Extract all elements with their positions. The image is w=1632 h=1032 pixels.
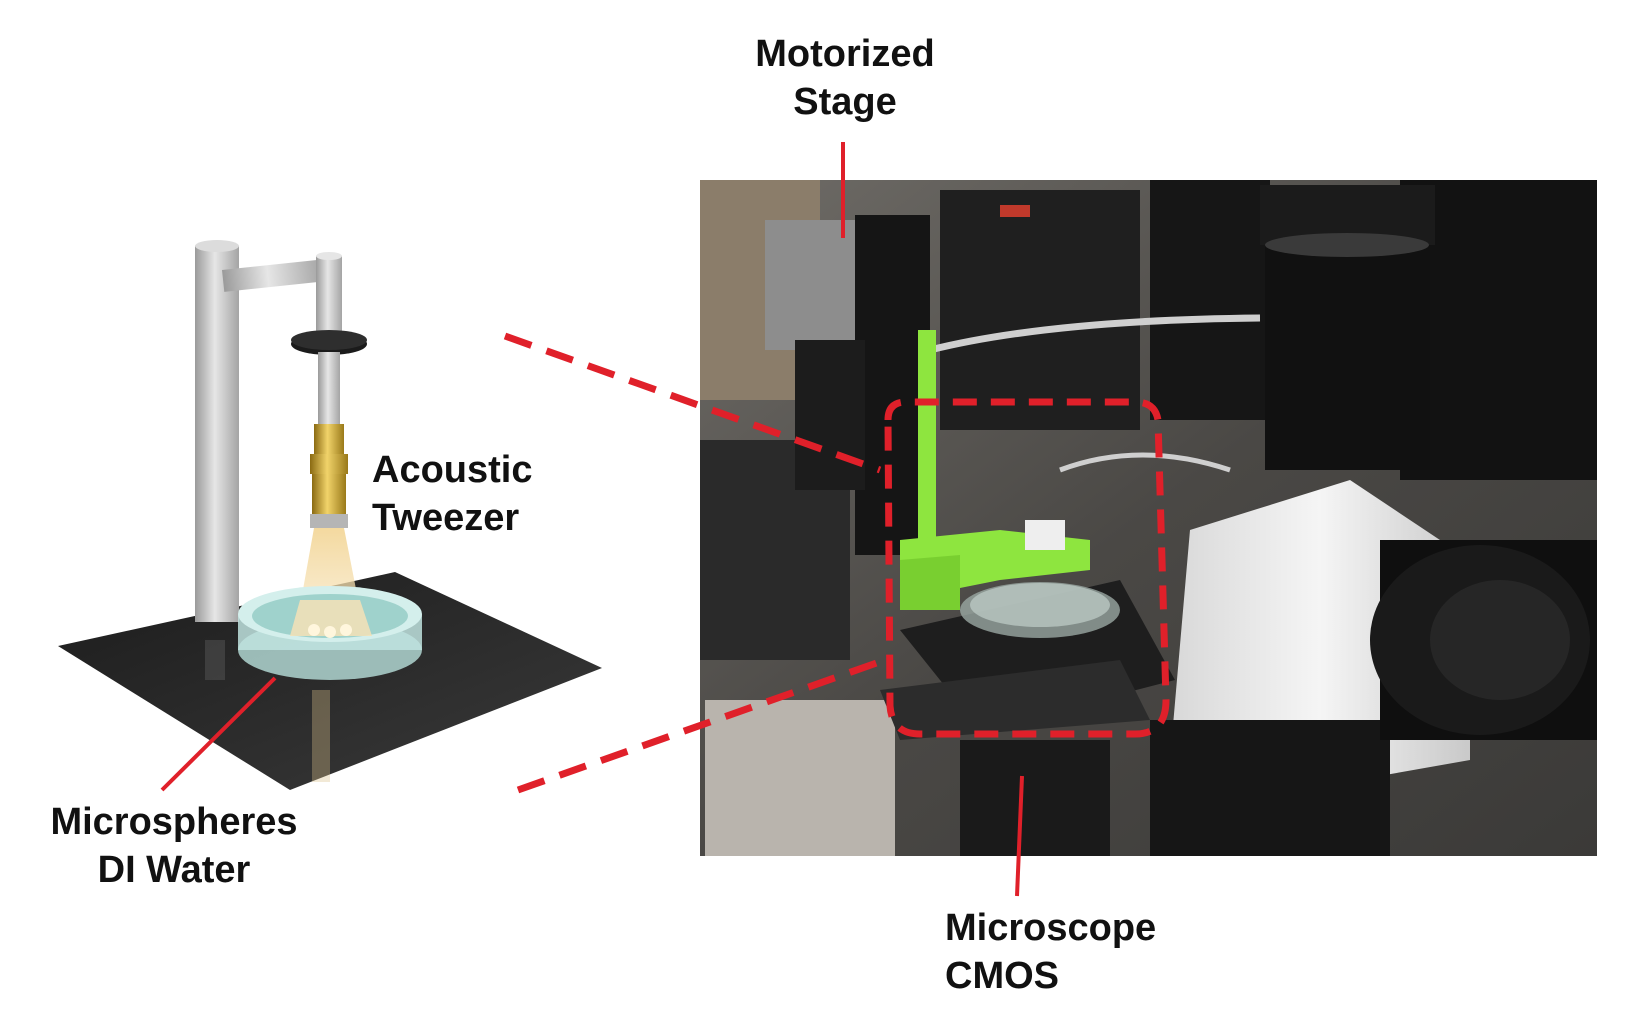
highlight-outline bbox=[884, 398, 1170, 738]
zoom-line-bottom bbox=[516, 656, 887, 794]
label-acoustic-tweezer: Acoustic Tweezer bbox=[372, 446, 572, 542]
zoom-line-top bbox=[503, 332, 882, 474]
label-microscope-line1: Microscope bbox=[945, 907, 1157, 949]
label-microspheres-line1: Microspheres bbox=[50, 801, 298, 843]
label-motorized-line2: Stage bbox=[793, 81, 897, 123]
microscope-body bbox=[1150, 185, 1597, 856]
callout-microscope bbox=[1015, 775, 1024, 897]
tweezer-illustration bbox=[58, 240, 602, 790]
petri-dish bbox=[238, 586, 422, 680]
microspheres bbox=[308, 624, 352, 638]
transducer bbox=[310, 424, 348, 528]
support-pole bbox=[195, 246, 239, 622]
support-arm bbox=[221, 259, 324, 292]
setup-photo bbox=[700, 180, 1597, 856]
label-acoustic-line1: Acoustic bbox=[372, 449, 533, 491]
motorized-stage bbox=[765, 215, 930, 555]
stage-plate bbox=[58, 572, 602, 790]
label-microspheres: Microspheres DI Water bbox=[14, 798, 334, 894]
label-motorized-line1: Motorized bbox=[755, 33, 935, 75]
label-acoustic-line2: Tweezer bbox=[372, 497, 520, 539]
label-microscope-cmos: Microscope CMOS bbox=[945, 904, 1205, 1000]
label-microspheres-line2: DI Water bbox=[97, 849, 251, 891]
label-microscope-line2: CMOS bbox=[945, 955, 1059, 997]
callout-microspheres bbox=[160, 676, 277, 792]
label-motorized-stage: Motorized Stage bbox=[720, 30, 970, 126]
